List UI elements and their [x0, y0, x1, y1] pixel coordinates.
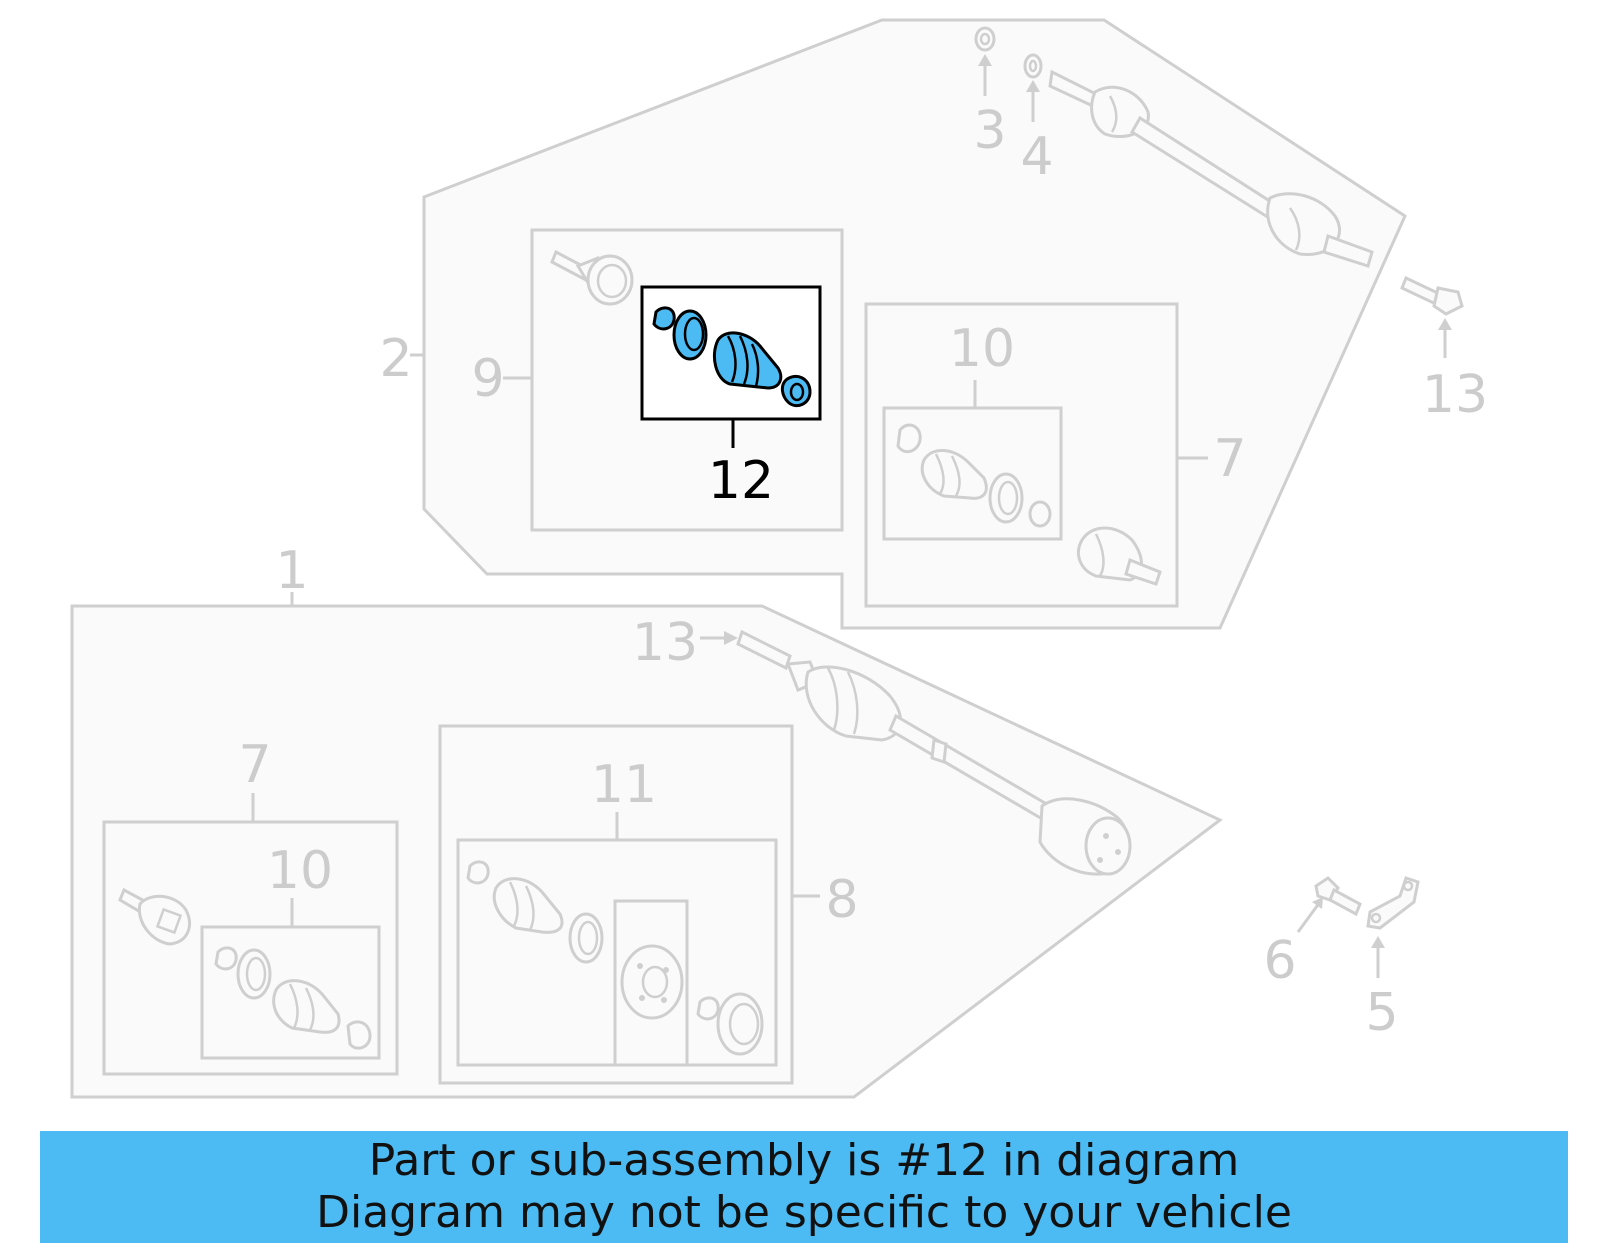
callout-9: 9	[471, 349, 504, 409]
arrow-part-13-left	[700, 631, 738, 645]
callout-1: 1	[275, 541, 308, 601]
region-assembly-1	[70, 604, 1223, 1099]
box-part-8	[438, 724, 794, 1085]
callout-5: 5	[1365, 983, 1398, 1043]
axle-shaft-lower	[736, 629, 1132, 876]
boot-kit-part-11	[466, 860, 604, 964]
cv-joint-part-7-top	[1077, 526, 1162, 586]
callout-7-top: 7	[1213, 429, 1246, 489]
box-part-7-top	[864, 302, 1179, 608]
washer-part-4	[1023, 53, 1043, 122]
callout-3: 3	[973, 101, 1006, 161]
cv-joint-part-9	[550, 249, 634, 306]
callout-11: 11	[591, 755, 657, 815]
boot-kit-part-10-top	[896, 423, 1052, 528]
box-part-11-divider	[613, 899, 689, 1067]
callout-13-right: 13	[1422, 365, 1488, 425]
nut-part-3	[974, 26, 996, 96]
boot-kit-part-10-bottom	[214, 946, 372, 1050]
callout-8: 8	[825, 870, 858, 930]
bolt-part-6	[1296, 876, 1362, 933]
callout-6: 6	[1263, 931, 1296, 991]
banner-line-part-number: Part or sub-assembly is #12 in diagram	[368, 1135, 1240, 1186]
box-part-10-top	[882, 406, 1063, 541]
hub-part-8	[620, 944, 764, 1056]
callout-12: 12	[708, 451, 774, 511]
callout-10-bottom: 10	[267, 841, 333, 901]
box-part-7-bottom	[102, 820, 399, 1076]
info-banner: Part or sub-assembly is #12 in diagram D…	[40, 1131, 1568, 1243]
region-assembly-2	[422, 18, 1407, 630]
axle-shaft-upper	[1048, 69, 1374, 268]
callout-13-left: 13	[632, 613, 698, 673]
callout-10-top: 10	[949, 319, 1015, 379]
callout-4: 4	[1020, 127, 1053, 187]
bolt-part-13-right	[1400, 275, 1464, 358]
cv-joint-part-7-bottom	[118, 887, 191, 946]
banner-line-disclaimer: Diagram may not be specific to your vehi…	[316, 1187, 1292, 1238]
boot-kit-part-12	[652, 306, 812, 408]
bracket-part-5	[1366, 876, 1420, 978]
callout-7-bottom: 7	[238, 735, 271, 795]
box-part-9	[530, 228, 844, 532]
callout-2: 2	[379, 329, 412, 389]
